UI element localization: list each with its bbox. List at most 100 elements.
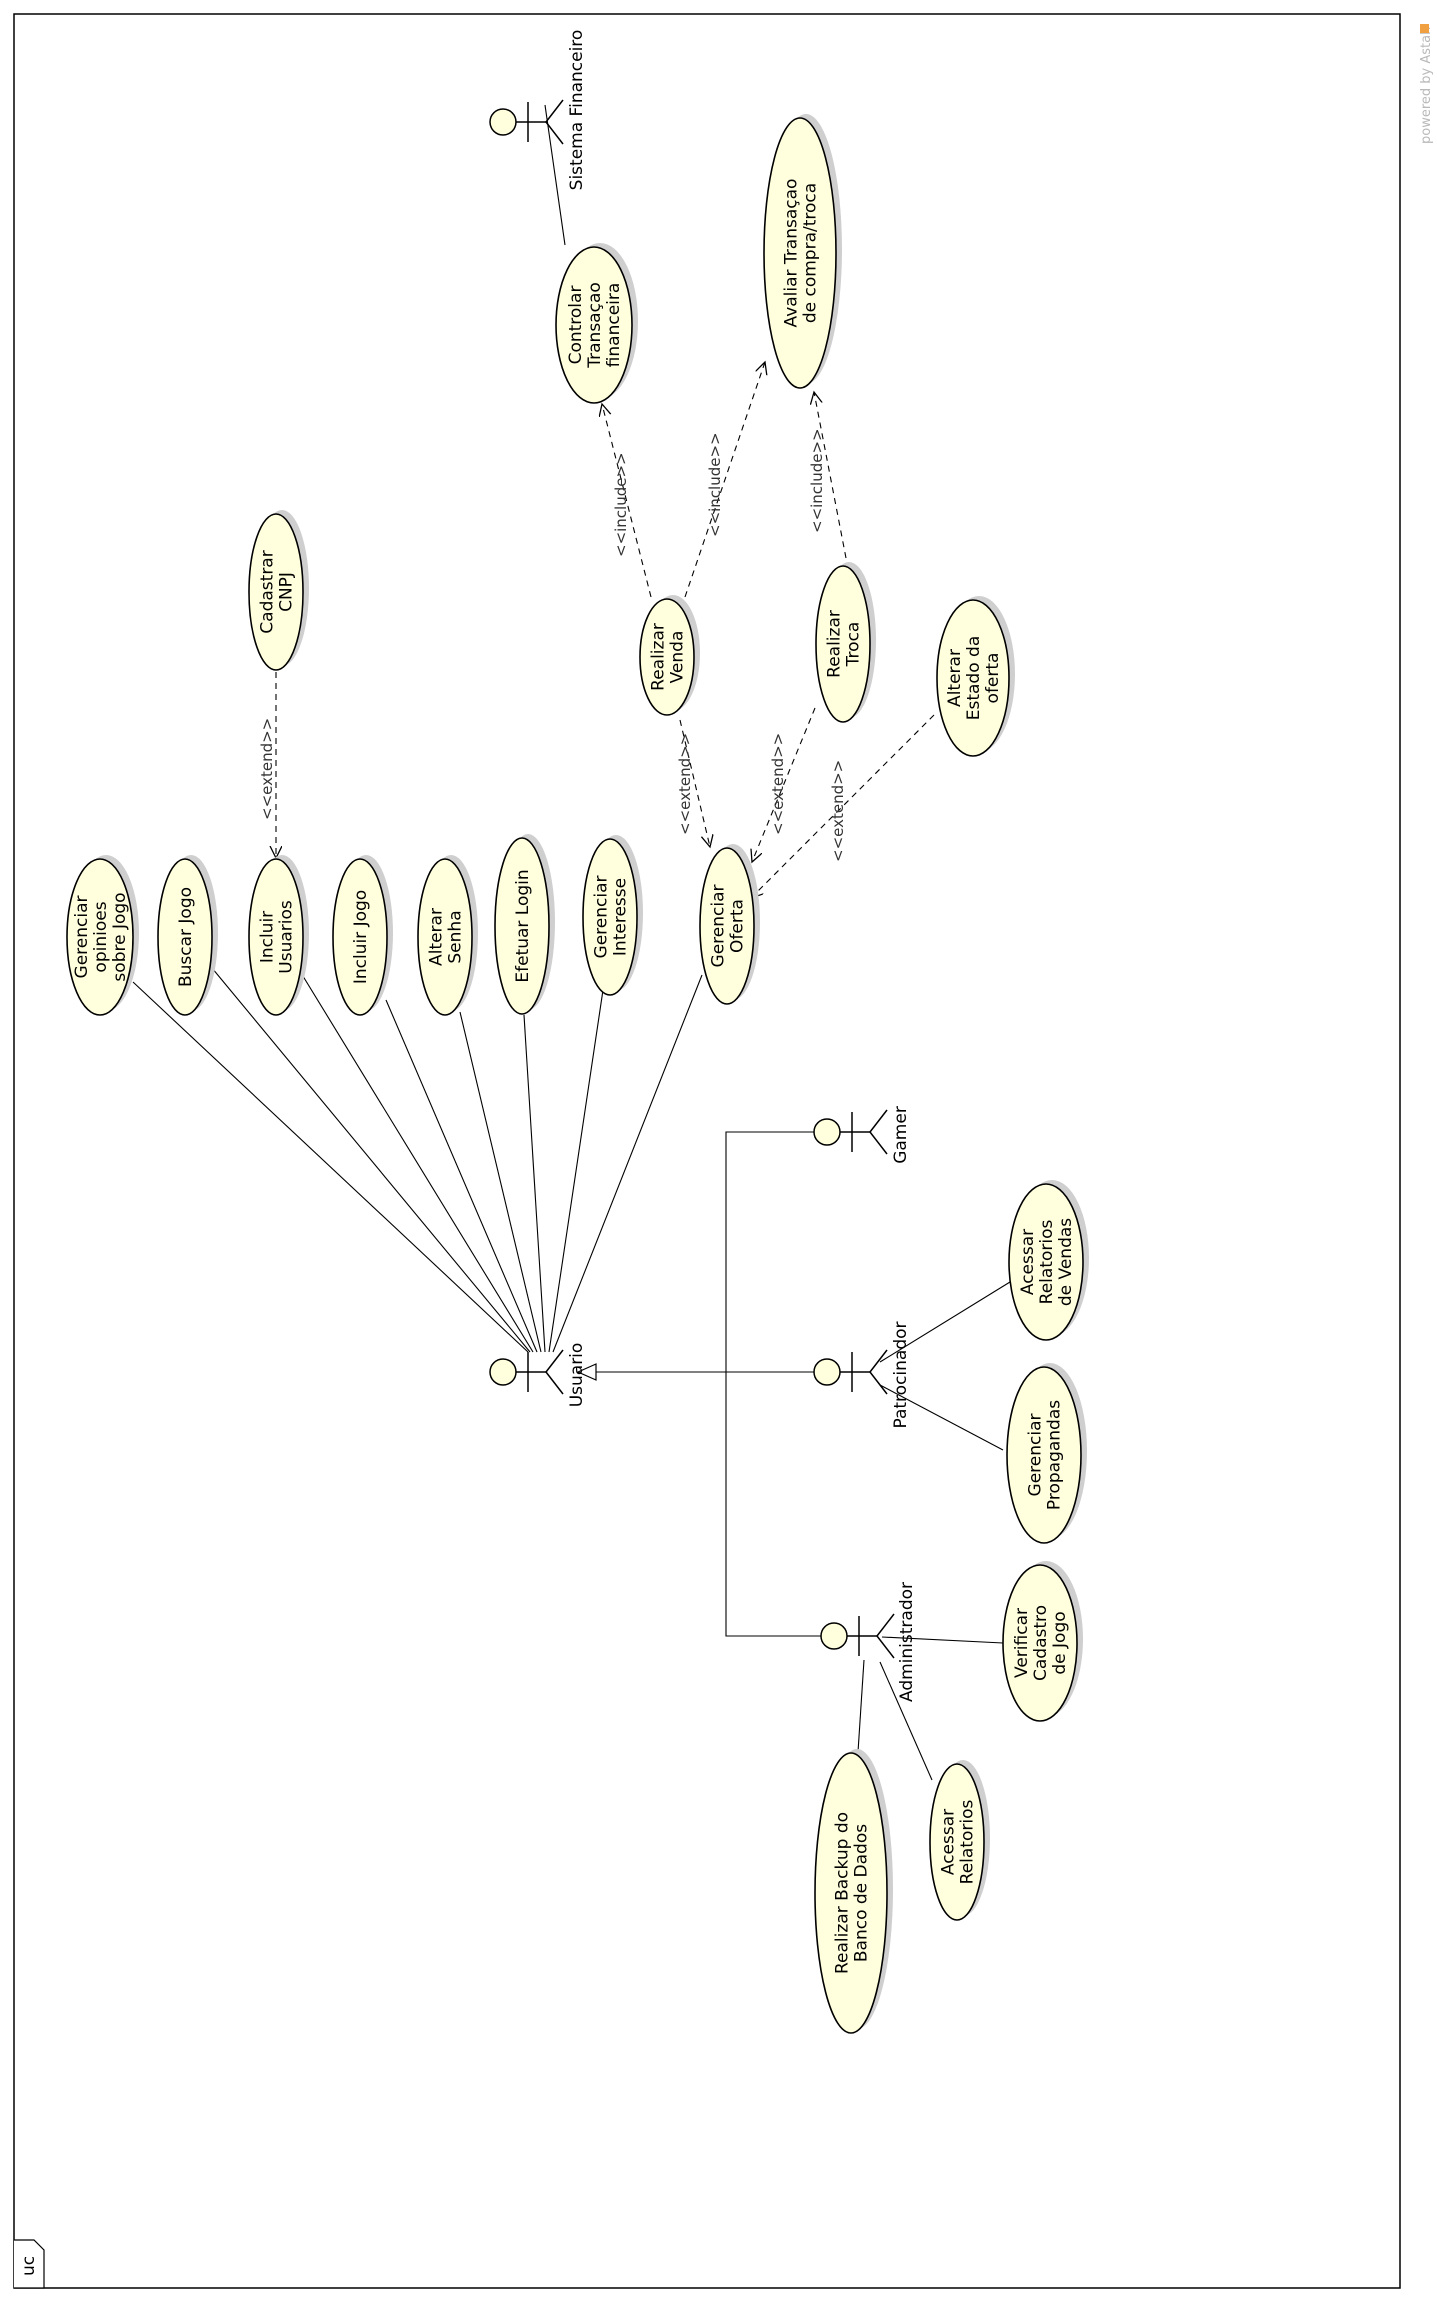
frame-tag-label: uc [19, 2256, 39, 2276]
usecase-label-line: de Jogo [1050, 1611, 1070, 1674]
watermark-text: powered by Astah [1419, 27, 1434, 144]
usecase-label-line: de Vendas [1056, 1218, 1076, 1306]
usecase-label-line: financeira [604, 283, 624, 368]
usecase-label-line: Relatorios [1037, 1220, 1057, 1305]
usecase-label-line: Propagandas [1045, 1400, 1065, 1510]
include-venda-avaliar [684, 362, 765, 598]
assoc-usuario-efetuar-login [523, 1014, 546, 1353]
assoc-admin-acessar-relatorios [879, 1661, 933, 1781]
generalization-lines [576, 1131, 826, 1637]
actor-head-icon [820, 1622, 848, 1650]
usecase-label-line: sobre Jogo [110, 892, 130, 981]
extend-label-troca: <<extend>> [769, 733, 787, 835]
usecase-buscar-jogo[interactable]: Buscar Jogo [157, 855, 218, 1016]
assoc-admin-verificar [881, 1636, 1004, 1644]
usecase-incluir-jogo[interactable]: Incluir Jogo [332, 855, 393, 1016]
usecase-label-line: Gerenciar [1026, 1414, 1046, 1497]
actor-sistema-financeiro[interactable]: Sistema Financeiro [489, 30, 587, 191]
actor-head-icon [813, 1118, 841, 1146]
usecase-label-line: Venda [668, 631, 688, 684]
extend-label-cnpj: <<extend>> [258, 718, 276, 820]
frame-tab: uc [14, 2239, 45, 2289]
extend-label-estado: <<extend>> [829, 760, 847, 862]
usecase-ellipse [936, 599, 1010, 757]
usecase-label-line: Gerenciar [709, 885, 729, 968]
extend-label-venda: <<extend>> [676, 733, 694, 835]
usecase-ellipse [1008, 1183, 1084, 1341]
usecase-label-line: Acessar [1018, 1229, 1038, 1295]
association-lines [132, 104, 1011, 1781]
usecase-label-line: Buscar Jogo [176, 887, 196, 987]
usecase-label-line: Cadastrar [258, 550, 278, 633]
actor-gamer[interactable]: Gamer [813, 1106, 911, 1164]
usecase-ellipse [494, 837, 550, 1015]
actor-usuario-label: Usuario [567, 1343, 587, 1408]
assoc-usuario-incluir-usuarios [297, 967, 534, 1353]
actor-usuario[interactable]: Usuario [489, 1343, 587, 1408]
usecase-label-line: Avaliar Transaçao [782, 179, 802, 328]
usecase-label-line: Alterar [945, 649, 965, 707]
usecase-ellipse [332, 858, 388, 1016]
usecase-ellipse [582, 838, 638, 996]
usecase-label-line: Controlar [566, 286, 586, 365]
usecase-label-line: Incluir [258, 911, 278, 963]
usecase-label-line: Cadastro [1031, 1605, 1051, 1681]
usecase-label-line: Gerenciar [72, 896, 92, 979]
assoc-usuario-gerenciar-interesse [548, 989, 604, 1353]
actor-administrador-label: Administrador [897, 1582, 917, 1702]
actor-patrocinador[interactable]: Patrocinador [813, 1321, 911, 1429]
usecase-efetuar-login[interactable]: Efetuar Login [494, 834, 555, 1015]
actor-gamer-label: Gamer [891, 1106, 911, 1164]
gen-admin-usuario [725, 1372, 826, 1637]
gen-gamer-usuario [596, 1131, 820, 1373]
usecase-label-line: Troca [844, 622, 864, 668]
actor-head-icon [489, 1358, 517, 1386]
usecase-ellipse [1002, 1564, 1078, 1722]
usecase-label-line: oferta [983, 653, 1003, 704]
assoc-usuario-gerenciar-oferta [552, 974, 703, 1353]
diagram-frame [13, 13, 1401, 2289]
assoc-usuario-buscar-jogo [211, 967, 531, 1353]
usecase-ellipse [248, 513, 304, 671]
usecase-label-line: Transaçao [585, 282, 605, 369]
actor-administrador[interactable]: Administrador [820, 1582, 917, 1702]
assoc-usuario-gerenciar-opinioes [132, 981, 529, 1353]
astah-logo-icon [1420, 24, 1429, 33]
usecase-ellipse [417, 858, 473, 1016]
dependency-lines [276, 362, 935, 898]
usecase-label-line: Banco de Dados [852, 1824, 872, 1962]
usecase-ellipse [929, 1763, 985, 1921]
usecase-label-line: Acessar [939, 1809, 959, 1875]
usecase-label-line: Senha [446, 910, 466, 963]
usecase-label-line: Incluir Jogo [351, 890, 371, 984]
usecase-ellipse [763, 117, 837, 389]
usecase-ellipse [66, 858, 134, 1016]
usecase-label-line: Usuarios [277, 900, 297, 974]
usecase-label-line: Alterar [427, 908, 447, 966]
usecase-label-line: Oferta [728, 899, 748, 953]
usecase-label-line: Gerenciar [592, 876, 612, 959]
usecase-label-line: Estado da [964, 636, 984, 721]
usecase-label-line: Realizar Backup do [833, 1812, 853, 1974]
assoc-sisfin-controlar [544, 104, 566, 246]
extend-troca-oferta [752, 707, 816, 862]
usecase-ellipse [815, 565, 871, 723]
